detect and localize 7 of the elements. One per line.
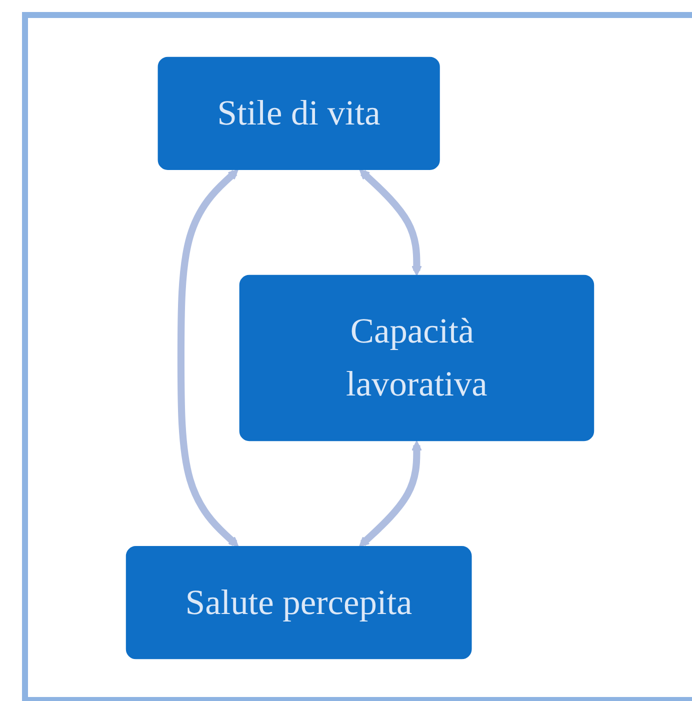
node-box (158, 56, 440, 170)
node-box (239, 274, 594, 441)
arrow (358, 440, 422, 547)
node-box (126, 546, 472, 659)
arrow (177, 168, 239, 547)
frame-border: Stile di vita Capacità lavorativa Salute percepita (22, 12, 692, 701)
arrow (359, 168, 422, 276)
